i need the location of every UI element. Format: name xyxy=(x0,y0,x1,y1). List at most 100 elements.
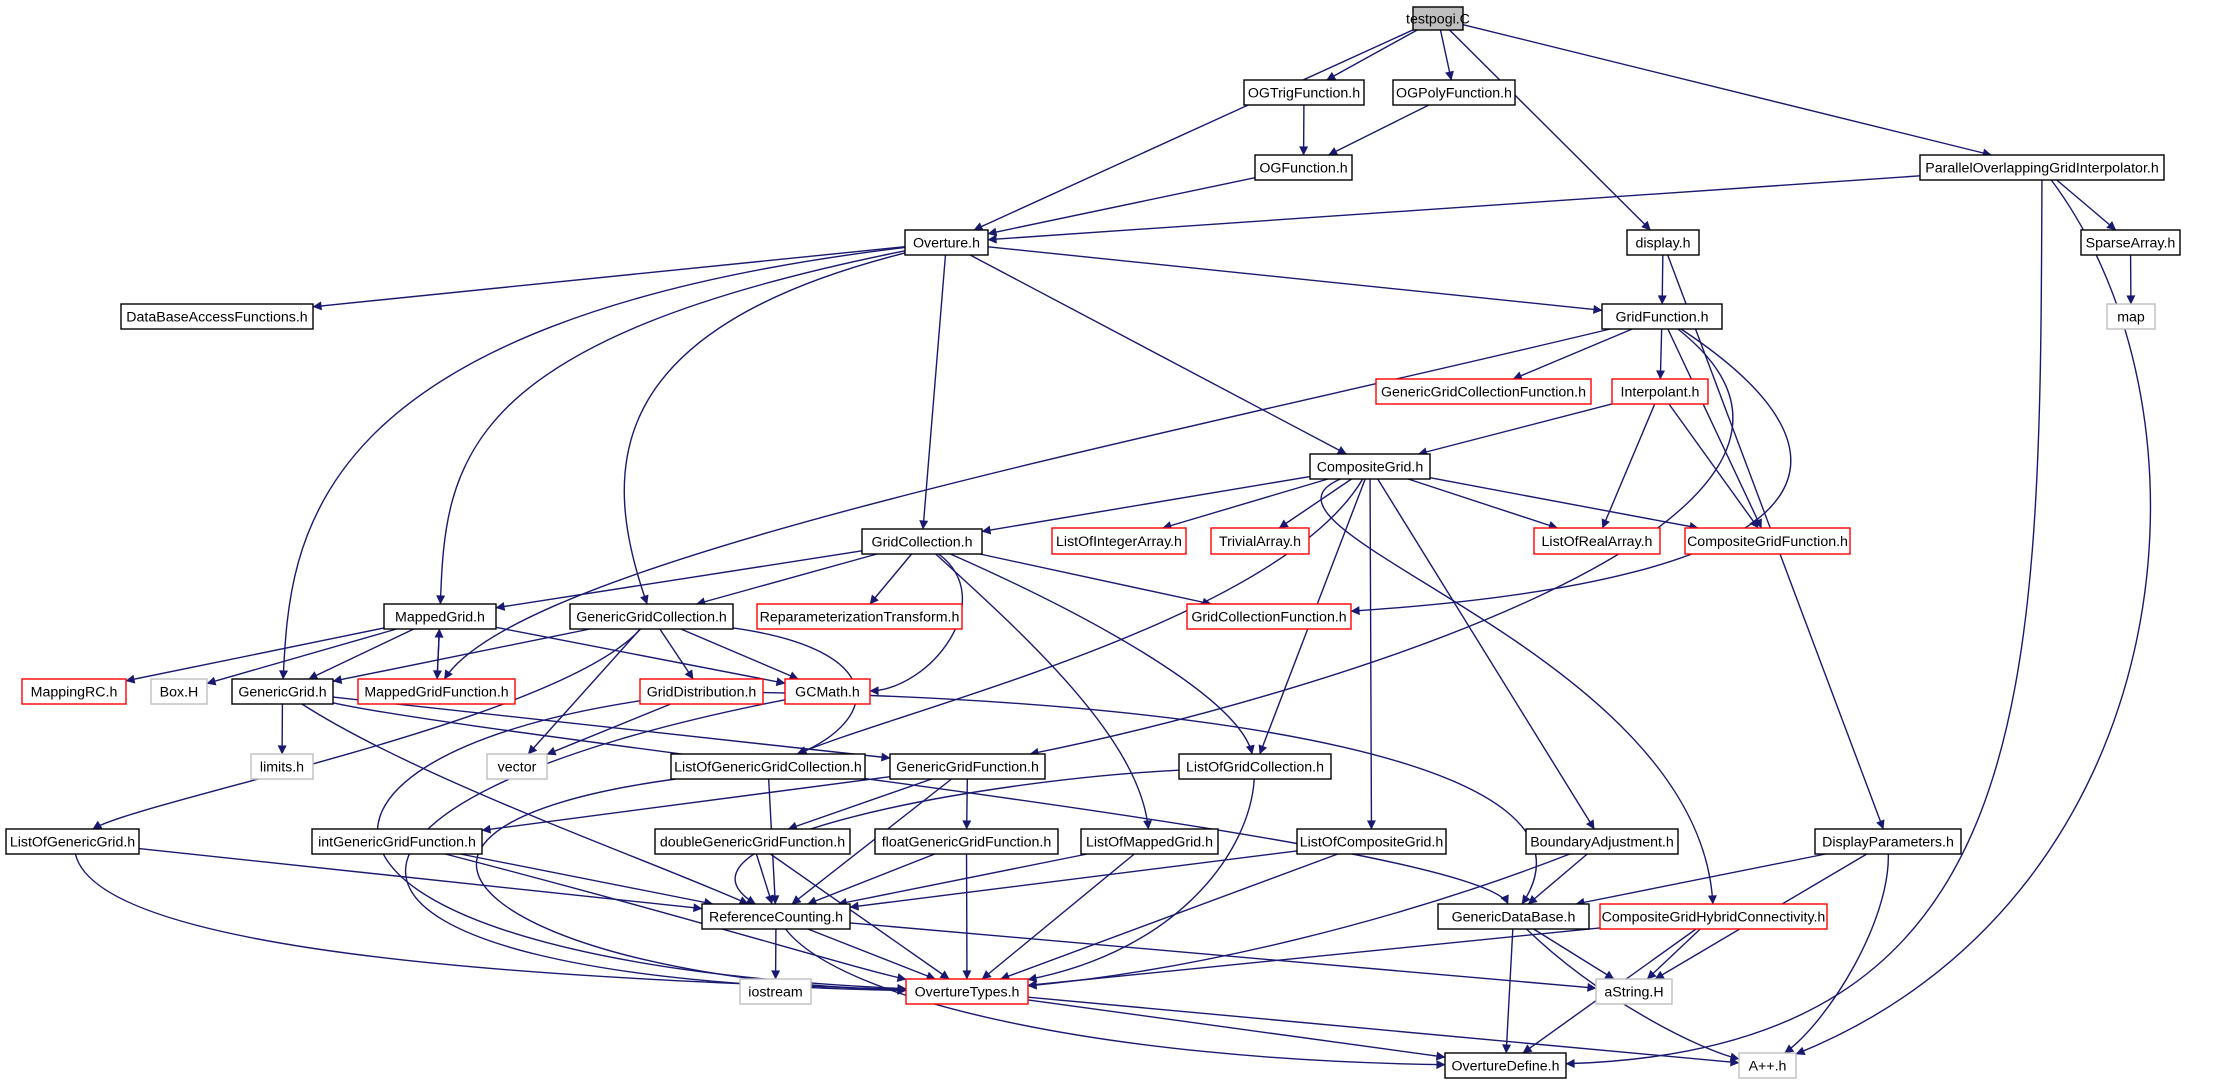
file-node-GGCF[interactable]: GenericGridCollectionFunction.h xyxy=(1375,378,1592,405)
edge-arrow-Overture-to-GGC xyxy=(623,252,906,605)
file-node-LOGGC[interactable]: ListOfGenericGridCollection.h xyxy=(670,753,866,780)
file-node-label: limits.h xyxy=(260,760,304,776)
file-node-box xyxy=(1186,603,1352,630)
file-node-MGF[interactable]: MappedGridFunction.h xyxy=(357,678,516,705)
edge-arrow-GGF-to-RC xyxy=(791,778,952,905)
file-node-box xyxy=(150,678,208,705)
dependency-edge xyxy=(404,699,907,995)
file-node-LOGC[interactable]: ListOfGridCollection.h xyxy=(1178,753,1332,780)
edge-arrow-LOGC-to-RC xyxy=(734,769,1180,905)
dependency-edge xyxy=(1784,853,1890,1054)
file-node-GenericGrid[interactable]: GenericGrid.h xyxy=(231,678,334,705)
edge-arrow-Interpolant-to-CompositeGrid xyxy=(1417,403,1613,457)
file-node-GridFunction[interactable]: GridFunction.h xyxy=(1601,303,1723,330)
dependency-edge xyxy=(332,628,591,684)
file-node-intGGF[interactable]: intGenericGridFunction.h xyxy=(311,828,483,855)
file-node-CGHC[interactable]: CompositeGridHybridConnectivity.h xyxy=(1599,903,1828,930)
file-node-box xyxy=(120,303,314,330)
file-node-OT[interactable]: OvertureTypes.h xyxy=(905,978,1029,1005)
file-node-GCMath[interactable]: GCMath.h xyxy=(784,678,871,705)
file-node-label: GCMath.h xyxy=(795,685,860,701)
file-node-fltGGF[interactable]: floatGenericGridFunction.h xyxy=(874,828,1059,855)
file-node-label: map xyxy=(2117,310,2145,326)
file-node-GGF[interactable]: GenericGridFunction.h xyxy=(889,753,1046,780)
file-node-display[interactable]: display.h xyxy=(1626,229,1700,256)
file-node-dblGGF[interactable]: doubleGenericGridFunction.h xyxy=(654,828,851,855)
edge-arrow-intGGF-to-OT xyxy=(445,853,907,982)
edge-arrow-LOMG-to-OT xyxy=(981,853,1135,980)
edge-arrow-display-to-GridFunction xyxy=(1657,254,1667,305)
dependency-edge xyxy=(495,550,863,611)
file-node-label: SparseArray.h xyxy=(2086,236,2176,252)
edge-arrow-GGC-to-LOGG xyxy=(92,628,641,830)
file-node-box xyxy=(1051,527,1187,555)
edge-arrow-POGI-to-App xyxy=(1795,179,2152,1056)
edge-arrow-LOGGC-to-OT xyxy=(475,778,907,995)
dependency-edge xyxy=(1027,778,1255,983)
edge-arrow-CompositeGrid-to-BA xyxy=(1377,478,1595,830)
dependency-edge xyxy=(1417,403,1613,457)
file-node-box xyxy=(311,828,483,855)
edge-arrow-MappedGrid-to-GCMath xyxy=(495,626,786,687)
file-node-Interpolant[interactable]: Interpolant.h xyxy=(1611,378,1709,405)
file-node-MappingRC[interactable]: MappingRC.h xyxy=(21,678,127,705)
file-node-DP[interactable]: DisplayParameters.h xyxy=(1814,828,1962,855)
file-node-GCF[interactable]: GridCollectionFunction.h xyxy=(1186,603,1352,630)
dependency-edge xyxy=(1377,478,1595,830)
file-node-label: OGFunction.h xyxy=(1259,161,1347,177)
dependency-edge xyxy=(1000,853,1339,981)
dependency-edge xyxy=(869,553,913,605)
file-node-GridDist[interactable]: GridDistribution.h xyxy=(639,678,764,705)
file-node-box xyxy=(1444,1052,1567,1079)
file-node-CGF[interactable]: CompositeGridFunction.h xyxy=(1684,527,1851,555)
dependency-edge xyxy=(92,628,641,830)
file-node-TrivialArray[interactable]: TrivialArray.h xyxy=(1210,527,1310,555)
dependency-edge xyxy=(837,853,1088,907)
file-node-RC[interactable]: ReferenceCounting.h xyxy=(701,903,851,930)
file-node-GDB[interactable]: GenericDataBase.h xyxy=(1437,903,1590,930)
file-node-GGC[interactable]: GenericGridCollection.h xyxy=(569,603,734,630)
file-node-RPT[interactable]: ReparameterizationTransform.h xyxy=(756,603,963,630)
edge-arrow-GridFunction-to-Interpolant xyxy=(1656,328,1666,380)
dependency-edge xyxy=(787,778,932,831)
file-node-SparseArray[interactable]: SparseArray.h xyxy=(2080,229,2181,256)
file-node-OGTrig[interactable]: OGTrigFunction.h xyxy=(1243,79,1365,106)
dependency-edge xyxy=(377,700,907,993)
dependency-edge xyxy=(1575,853,1826,907)
file-node-box xyxy=(1437,903,1590,930)
file-node-OGPoly[interactable]: OGPolyFunction.h xyxy=(1392,79,1516,106)
file-node-Overture[interactable]: Overture.h xyxy=(904,229,989,256)
file-node-MappedGrid[interactable]: MappedGrid.h xyxy=(383,603,497,630)
dependency-edge xyxy=(332,702,1509,905)
dependency-edge xyxy=(1565,179,2043,1068)
file-node-LORA[interactable]: ListOfRealArray.h xyxy=(1533,527,1661,555)
file-node-BA[interactable]: BoundaryAdjustment.h xyxy=(1525,828,1679,855)
file-node-box xyxy=(486,753,548,780)
file-node-POGI[interactable]: ParallelOverlappingGridInterpolator.h xyxy=(1919,154,2165,181)
file-node-testpogi[interactable]: testpogi.C xyxy=(1406,6,1470,31)
file-node-label: GenericGridCollection.h xyxy=(576,610,727,626)
file-node-box xyxy=(905,978,1029,1005)
file-node-OGFunction[interactable]: OGFunction.h xyxy=(1254,154,1353,181)
dependency-edge xyxy=(1668,403,1759,529)
file-node-CompositeGrid[interactable]: CompositeGrid.h xyxy=(1309,453,1431,480)
edge-arrow-OT-to-OD xyxy=(1027,999,1446,1061)
file-node-DBAF[interactable]: DataBaseAccessFunctions.h xyxy=(120,303,314,330)
file-node-label: OvertureTypes.h xyxy=(915,985,1020,1001)
dependency-edge xyxy=(1512,328,1633,380)
edge-arrow-LOMG-to-RC xyxy=(837,853,1088,907)
file-node-iostream: iostream xyxy=(739,978,812,1005)
file-node-LOMG[interactable]: ListOfMappedGrid.h xyxy=(1080,828,1219,855)
edge-arrow-OGFunction-to-Overture xyxy=(987,177,1256,237)
file-node-box xyxy=(231,678,334,705)
dependency-edge xyxy=(1525,928,1740,1062)
file-node-LOGG[interactable]: ListOfGenericGrid.h xyxy=(5,828,140,855)
file-node-GridCollection[interactable]: GridCollection.h xyxy=(861,528,983,555)
dependency-edge xyxy=(1462,23,1992,158)
file-node-LOIA[interactable]: ListOfIntegerArray.h xyxy=(1051,527,1187,555)
dependency-edge xyxy=(1527,853,1588,905)
file-node-box xyxy=(1533,527,1661,555)
file-node-OD[interactable]: OvertureDefine.h xyxy=(1444,1052,1567,1079)
file-node-LOCG[interactable]: ListOfCompositeGrid.h xyxy=(1296,828,1447,855)
file-node-box xyxy=(357,678,516,705)
